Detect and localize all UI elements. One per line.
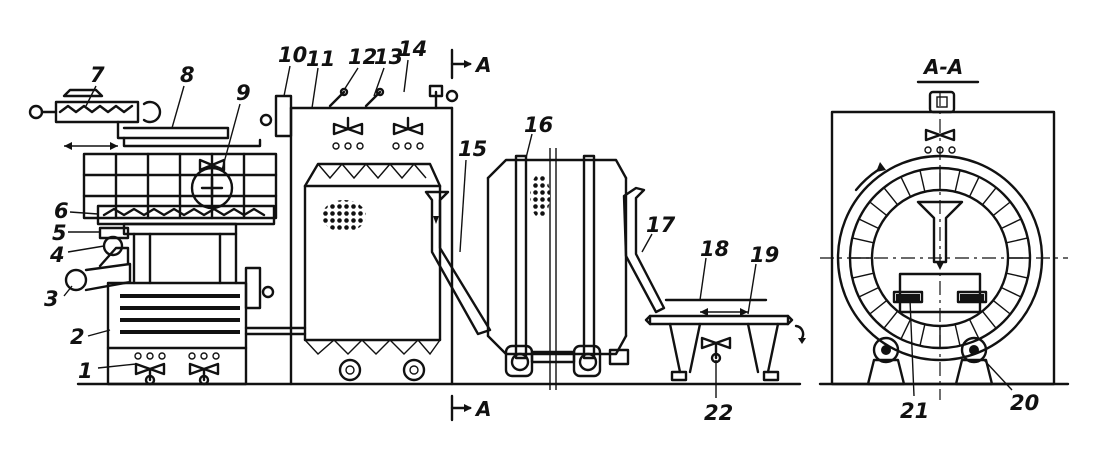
callout-4: 4 bbox=[49, 243, 65, 267]
callout-8: 8 bbox=[180, 63, 195, 87]
callout-1: 1 bbox=[78, 359, 93, 383]
drum-rib bbox=[852, 272, 874, 279]
drum-rib bbox=[1006, 272, 1028, 279]
callout-17: 17 bbox=[646, 213, 676, 237]
burner-valve-2 bbox=[188, 352, 220, 386]
drum-rib bbox=[919, 170, 926, 192]
callout-16: 16 bbox=[524, 113, 553, 137]
drum-rib bbox=[869, 299, 888, 315]
callout-13: 13 bbox=[374, 45, 403, 69]
drum-rib bbox=[883, 187, 899, 206]
callout-6: 6 bbox=[54, 199, 69, 223]
drum-rib bbox=[900, 176, 912, 198]
drum-rib bbox=[1000, 218, 1022, 230]
drum-rib bbox=[992, 201, 1011, 217]
screw-feeder bbox=[28, 88, 262, 150]
drum-rib bbox=[981, 187, 997, 206]
drum-rib bbox=[869, 201, 888, 217]
section-marker-label: A bbox=[474, 53, 491, 77]
callout-22: 22 bbox=[704, 401, 733, 425]
callout-20: 20 bbox=[1010, 391, 1039, 415]
callout-labels: 1 2 3 4 5 6 7 8 9 10 11 12 13 14 15 16 1… bbox=[44, 37, 1039, 425]
section-title: A-A bbox=[922, 55, 963, 79]
leader-lines bbox=[63, 59, 1013, 398]
callout-7: 7 bbox=[90, 63, 105, 87]
fan-motor bbox=[64, 268, 88, 292]
callout-15: 15 bbox=[458, 137, 487, 161]
rotary-dryer bbox=[486, 148, 666, 390]
drum-rib bbox=[954, 324, 961, 346]
drum-rib bbox=[992, 299, 1011, 315]
drum-rib bbox=[954, 170, 961, 192]
callout-3: 3 bbox=[44, 287, 59, 311]
section-view: A-A bbox=[818, 55, 1070, 400]
sieve-window bbox=[322, 200, 366, 232]
drum-rib bbox=[981, 310, 997, 329]
callout-9: 9 bbox=[236, 81, 251, 105]
callout-5: 5 bbox=[52, 221, 67, 245]
drum-rib bbox=[1006, 237, 1028, 244]
furnace-unit bbox=[64, 246, 307, 386]
cooling-conveyor bbox=[644, 298, 806, 382]
callout-11: 11 bbox=[306, 47, 335, 71]
drum-rib bbox=[1000, 286, 1022, 298]
drum-rib bbox=[968, 318, 980, 340]
drum-rib bbox=[900, 318, 912, 340]
callout-18: 18 bbox=[700, 237, 729, 261]
heat-exchanger bbox=[82, 152, 278, 285]
treatment-chamber bbox=[259, 84, 492, 386]
drum-rib bbox=[968, 176, 980, 198]
drum-rib bbox=[919, 324, 926, 346]
drum-rib bbox=[858, 286, 880, 298]
drum-rib bbox=[858, 218, 880, 230]
callout-21: 21 bbox=[900, 399, 929, 423]
section-marker-top: A bbox=[450, 48, 491, 80]
drum-rib bbox=[852, 237, 874, 244]
section-marker-bottom: A bbox=[450, 394, 491, 422]
callout-14: 14 bbox=[398, 37, 427, 61]
callout-19: 19 bbox=[750, 243, 779, 267]
section-marker-label: A bbox=[474, 397, 491, 421]
rotary-drum bbox=[190, 166, 234, 210]
callout-10: 10 bbox=[278, 43, 307, 67]
callout-12: 12 bbox=[348, 45, 377, 69]
burner-valve-1 bbox=[134, 352, 166, 386]
drum-rib bbox=[883, 310, 899, 329]
callout-2: 2 bbox=[70, 325, 85, 349]
